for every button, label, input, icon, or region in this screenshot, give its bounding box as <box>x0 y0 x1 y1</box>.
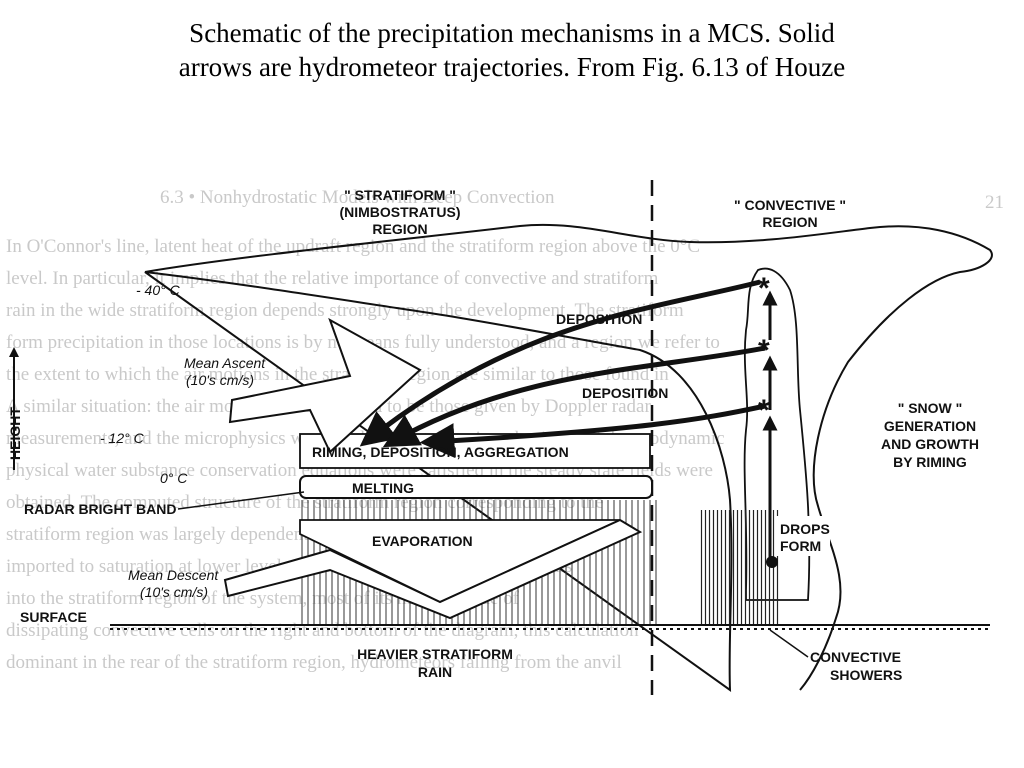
bg-page-number: 21 <box>985 192 1004 213</box>
drops-form-1: DROPS <box>780 521 830 537</box>
snow-label-3: AND GROWTH <box>881 436 979 452</box>
evaporation-label: EVAPORATION <box>372 533 473 549</box>
showers-leader <box>769 629 809 658</box>
snow-asterisk-3: * <box>758 394 770 427</box>
heavier-rain-label: HEAVIER STRATIFORM RAIN <box>357 646 513 680</box>
snow-asterisk-1: * <box>758 272 770 305</box>
temp-zero-label: 0° C <box>160 470 188 486</box>
stratiform-header: " STRATIFORM " (NIMBOSTRATUS) REGION <box>339 187 460 237</box>
drops-form-box <box>776 516 830 556</box>
stratiform-header-line-2: (NIMBOSTRATUS) <box>339 204 460 220</box>
convective-header-line-2: REGION <box>762 214 817 230</box>
drops-form-2: FORM <box>780 538 821 554</box>
snow-label-2: GENERATION <box>884 418 976 434</box>
bg-text-line: level. In particular, it implies that th… <box>6 268 659 289</box>
snow-growth-label: " SNOW " GENERATION AND GROWTH BY RIMING <box>881 400 979 470</box>
trajectory-2 <box>382 345 766 448</box>
bg-header-fragment: 6.3 • Nonhydrostatic Models with Deep Co… <box>160 187 555 208</box>
convective-showers-label: CONVECTIVE SHOWERS <box>810 649 902 683</box>
temp-minus40-label: - 40° C <box>136 282 181 298</box>
mean-descent-arrow <box>223 518 643 620</box>
snow-label-4: BY RIMING <box>893 454 967 470</box>
stratiform-header-line-1: " STRATIFORM " <box>344 187 456 203</box>
convective-showers-1: CONVECTIVE <box>810 649 901 665</box>
heavier-rain-label-2: RAIN <box>418 664 452 680</box>
mean-ascent-label-1: Mean Ascent <box>184 355 266 371</box>
title-line-2: arrows are hydrometeor trajectories. Fro… <box>178 52 846 82</box>
convective-rain-shaft <box>700 510 780 625</box>
bg-text-line: the extent to which the air motions in t… <box>6 364 669 385</box>
bg-text-line: In O'Connor's line, latent heat of the u… <box>6 236 700 257</box>
hydrometeor-trajectories <box>359 279 766 459</box>
trajectory-3 <box>419 403 766 459</box>
drop-dot <box>766 556 778 568</box>
snow-asterisks: * * * <box>758 272 770 427</box>
stratiform-header-line-3: REGION <box>372 221 427 237</box>
melting-band <box>299 475 653 499</box>
mean-descent-label-1: Mean Descent <box>128 567 219 583</box>
height-axis-label: HEIGHT <box>7 407 23 460</box>
convective-showers-2: SHOWERS <box>830 667 902 683</box>
temp-minus12-label: - 12° C <box>100 430 145 446</box>
deposition-upper-label: DEPOSITION <box>556 311 642 327</box>
slide-title: Schematic of the precipitation mechanism… <box>0 16 1024 84</box>
snow-label-1: " SNOW " <box>898 400 963 416</box>
title-line-1: Schematic of the precipitation mechanism… <box>189 18 835 48</box>
radar-bright-band-label: RADAR BRIGHT BAND <box>24 501 176 517</box>
surface-label: SURFACE <box>20 609 87 625</box>
mean-descent-label-2: (10's cm/s) <box>140 584 208 600</box>
convective-header-line-1: " CONVECTIVE " <box>734 197 846 213</box>
heavier-rain-label-1: HEAVIER STRATIFORM <box>357 646 513 662</box>
bg-text-line: rain in the wide stratiform region depen… <box>6 300 684 321</box>
melting-label: MELTING <box>352 480 414 496</box>
drops-form-label: DROPS FORM <box>776 516 830 556</box>
mean-ascent-label-2: (10's cm/s) <box>186 372 254 388</box>
convective-header: " CONVECTIVE " REGION <box>734 197 846 230</box>
snow-asterisk-2: * <box>758 334 770 367</box>
bg-text-line: dominant in the rear of the stratiform r… <box>6 652 622 673</box>
riming-label: RIMING, DEPOSITION, AGGREGATION <box>312 444 569 460</box>
deposition-lower-label: DEPOSITION <box>582 385 668 401</box>
bright-band-leader <box>177 491 305 510</box>
trajectory-1 <box>359 279 761 447</box>
mcs-schematic-diagram: 6.3 • Nonhydrostatic Models with Deep Co… <box>6 180 1004 695</box>
mean-ascent-arrow <box>228 317 422 454</box>
